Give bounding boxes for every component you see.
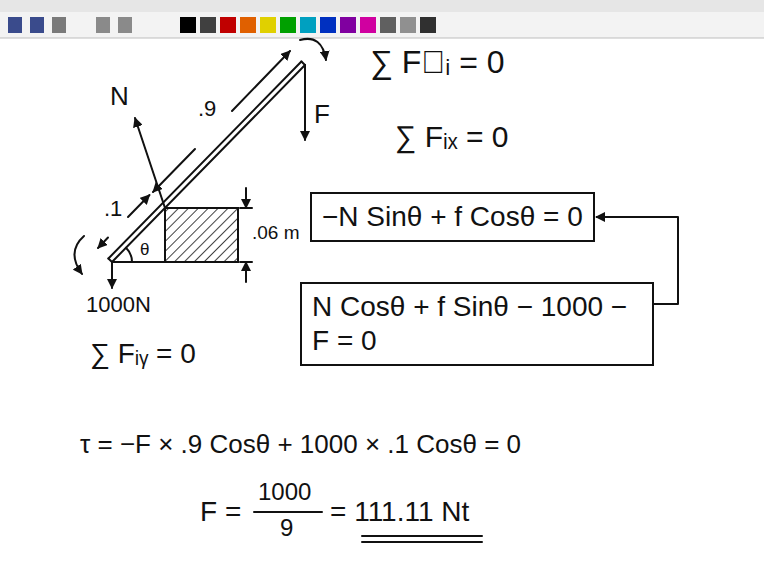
force-label: 1000N [86,292,151,317]
color-swatch [340,17,356,33]
color-swatch [260,17,276,33]
color-swatch [280,17,296,33]
color-swatch [300,17,316,33]
angle-arc [126,248,132,262]
color-swatch [320,17,336,33]
color-swatch [240,17,256,33]
result: = 111.11 Nt [330,496,469,528]
weight-arrow [111,262,113,288]
dimension-label: .9 [198,96,216,121]
dimension-tick [240,261,252,263]
pen-icon [8,17,22,33]
rotation-arrow [300,39,326,60]
color-swatch [380,17,396,33]
color-swatch [220,17,236,33]
underline [362,541,482,543]
support-block [165,208,238,262]
toolbar-edge [0,38,764,39]
underline [362,535,482,537]
tool-icon [118,17,132,33]
toolbar [0,0,764,38]
dimension-arrow [153,149,195,192]
color-swatch [400,17,416,33]
color-swatch [180,17,196,33]
equation-box: −N Sinθ + f Cosθ = 0 [310,192,595,242]
torque-equation: τ = −F × .9 Cosθ + 1000 × .1 Cosθ = 0 [80,430,521,460]
dimension-arrow [98,238,108,249]
menu-bar [0,0,764,12]
pen-icon [52,17,66,33]
lever-edge [108,62,301,259]
dimension-label: .1 [104,196,122,221]
force-label: F [314,100,330,130]
base-line [112,261,165,263]
equation: ∑ F⃗ᵢ = 0 [370,44,505,81]
equation-text: −N Sinθ + f Cosθ = 0 [322,200,583,234]
pen-icon [30,17,44,33]
fraction-denominator: 9 [280,514,293,542]
dimension-arrow [245,188,247,208]
equation: F = [200,496,241,528]
fraction-numerator: 1000 [258,478,311,506]
fraction-bar [254,511,322,513]
tool-icon [96,17,110,33]
rotation-arrow [74,236,84,274]
equation-text: N Cosθ + f Sinθ − 1000 − F = 0 [312,290,642,357]
equation: ∑ Fᵢₓ = 0 [395,120,508,155]
dimension-arrow [232,51,290,111]
tool-bar [0,12,764,38]
dimension-tick [240,207,252,209]
bracket-arrow [596,217,678,304]
dimension-arrow [245,262,247,282]
lever-edge [112,65,305,262]
force-arrow [304,65,306,140]
color-swatch [420,17,436,33]
angle-label: θ [140,240,149,260]
equation: ∑ Fᵢᵧ = 0 [90,338,196,370]
dimension-arrow [128,195,150,217]
color-swatch [200,17,216,33]
force-label: N [110,82,129,112]
color-swatch [360,17,376,33]
dimension-label: .06 m [252,222,300,244]
lever-figure [74,39,326,288]
equation-box: N Cosθ + f Sinθ − 1000 − F = 0 [300,282,654,366]
